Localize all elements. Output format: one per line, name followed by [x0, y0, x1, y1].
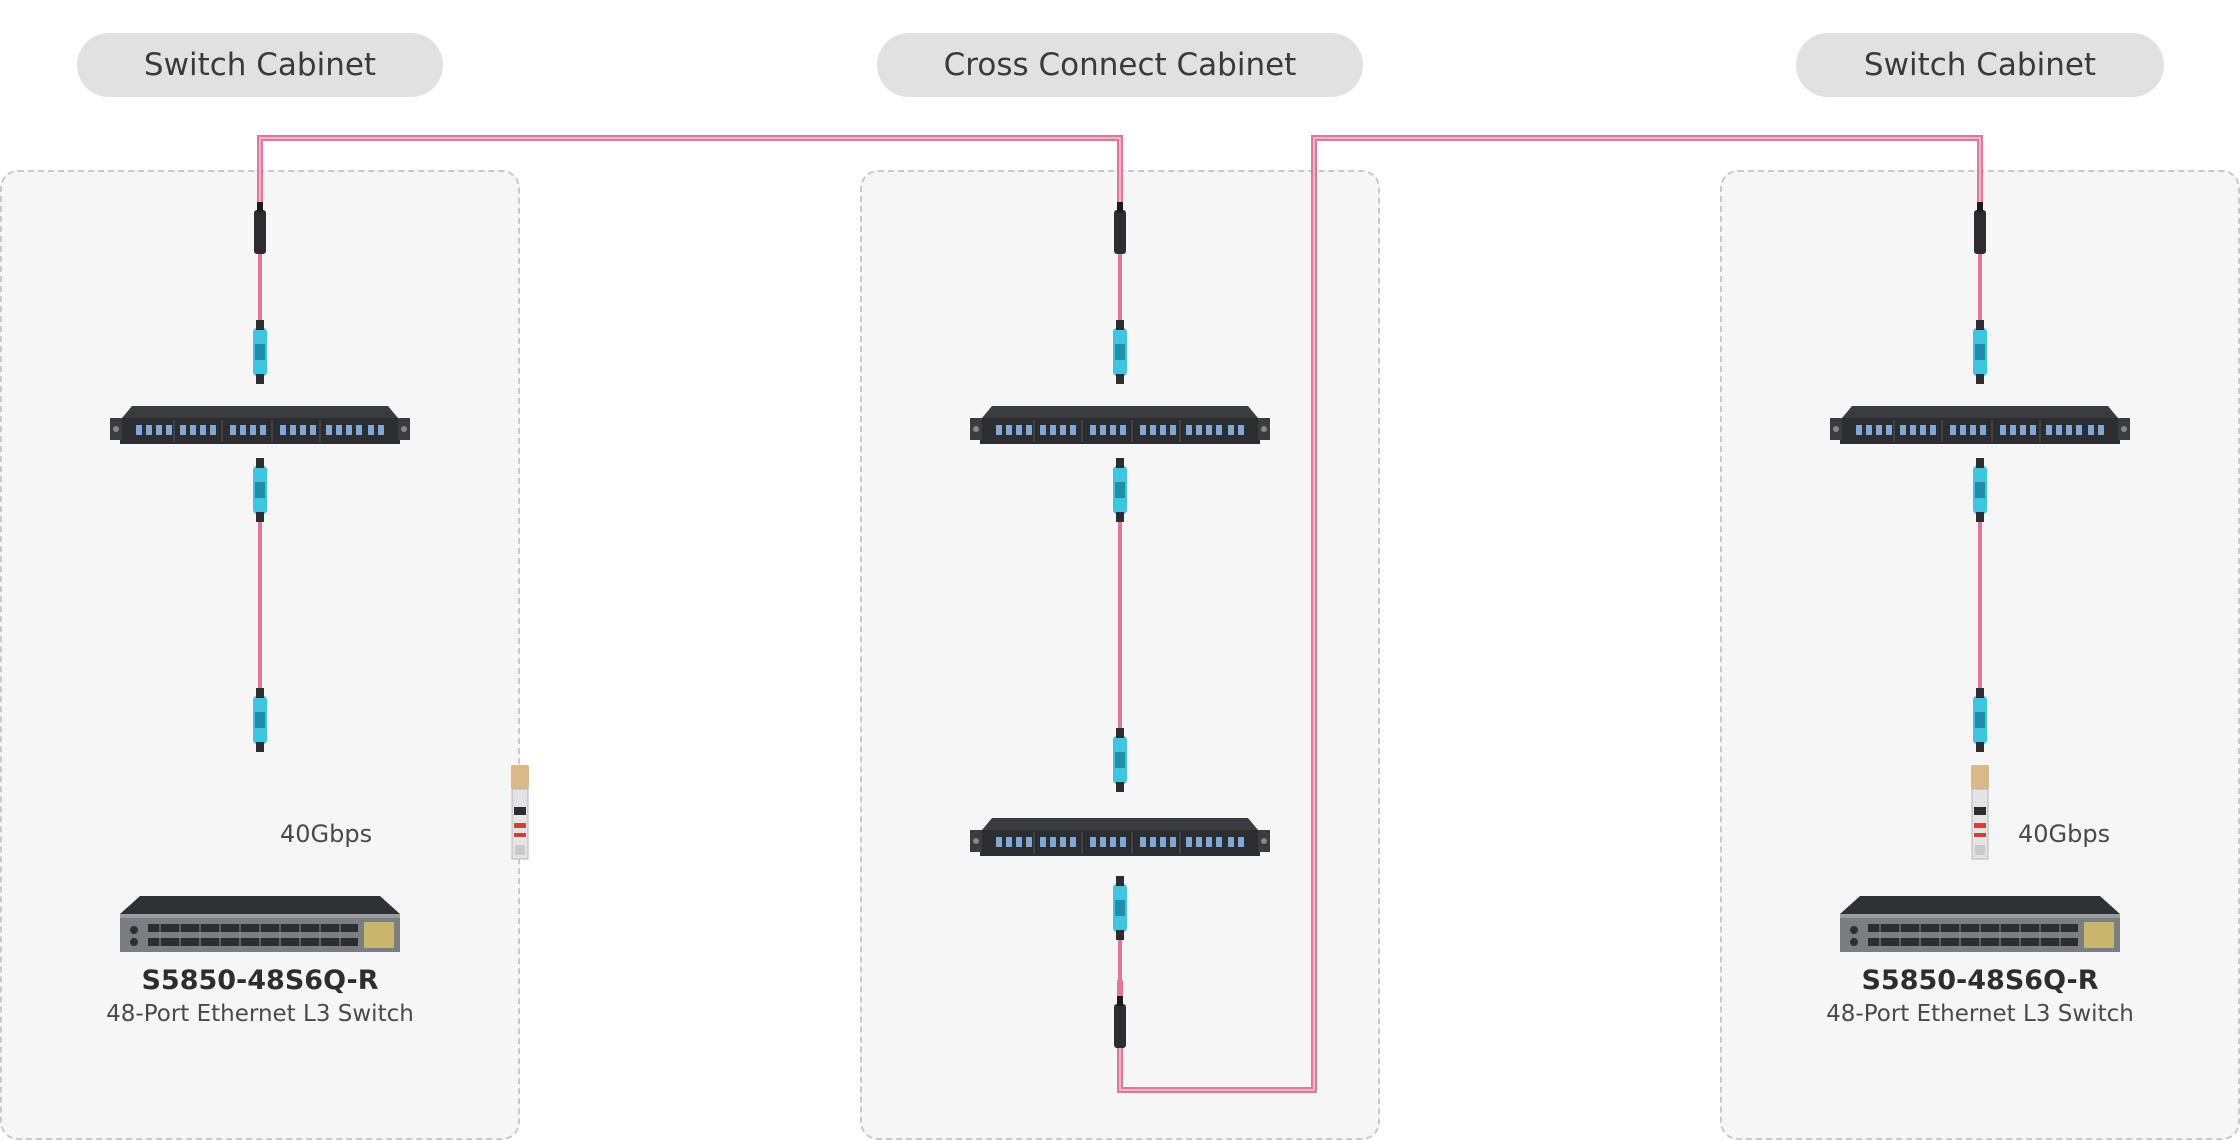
- mtp-connector-icon: [1973, 688, 1987, 752]
- trunk-cable-left: [257, 135, 1123, 232]
- qsfp-transceiver-icon: [510, 764, 530, 860]
- black-connector-icon: [254, 202, 266, 254]
- switch-model-right: S5850-48S6Q-R: [1861, 965, 2099, 996]
- mtp-connector-icon: [1113, 458, 1127, 522]
- ethernet-switch-icon: [119, 895, 401, 953]
- switch-desc-left: 48-Port Ethernet L3 Switch: [106, 1001, 414, 1027]
- fiber-patch-panel-icon: [109, 405, 411, 445]
- switch-desc-right: 48-Port Ethernet L3 Switch: [1826, 1001, 2134, 1027]
- mtp-connector-icon: [253, 688, 267, 752]
- mtp-connector-icon: [1973, 458, 1987, 522]
- speed-label-right: 40Gbps: [2018, 820, 2111, 848]
- cabinet-label-left: Switch Cabinet: [77, 33, 443, 97]
- fiber-patch-panel-icon: [1829, 405, 2131, 445]
- cabinet-label-right: Switch Cabinet: [1796, 33, 2164, 97]
- ethernet-switch-icon: [1839, 895, 2121, 953]
- mtp-connector-icon: [253, 320, 267, 384]
- mtp-connector-icon: [1973, 320, 1987, 384]
- cabinet-label-cross-connect: Cross Connect Cabinet: [877, 33, 1363, 97]
- black-connector-icon: [1114, 202, 1126, 254]
- fiber-patch-panel-icon: [969, 405, 1271, 445]
- mtp-connector-icon: [1113, 728, 1127, 792]
- mtp-connector-icon: [1113, 320, 1127, 384]
- mtp-connector-icon: [1113, 876, 1127, 940]
- speed-label-left: 40Gbps: [280, 820, 373, 848]
- black-connector-icon: [1114, 996, 1126, 1048]
- qsfp-transceiver-icon: [1970, 764, 1990, 860]
- fiber-patch-panel-icon: [969, 817, 1271, 857]
- mtp-connector-icon: [253, 458, 267, 522]
- black-connector-icon: [1974, 202, 1986, 254]
- switch-model-left: S5850-48S6Q-R: [141, 965, 379, 996]
